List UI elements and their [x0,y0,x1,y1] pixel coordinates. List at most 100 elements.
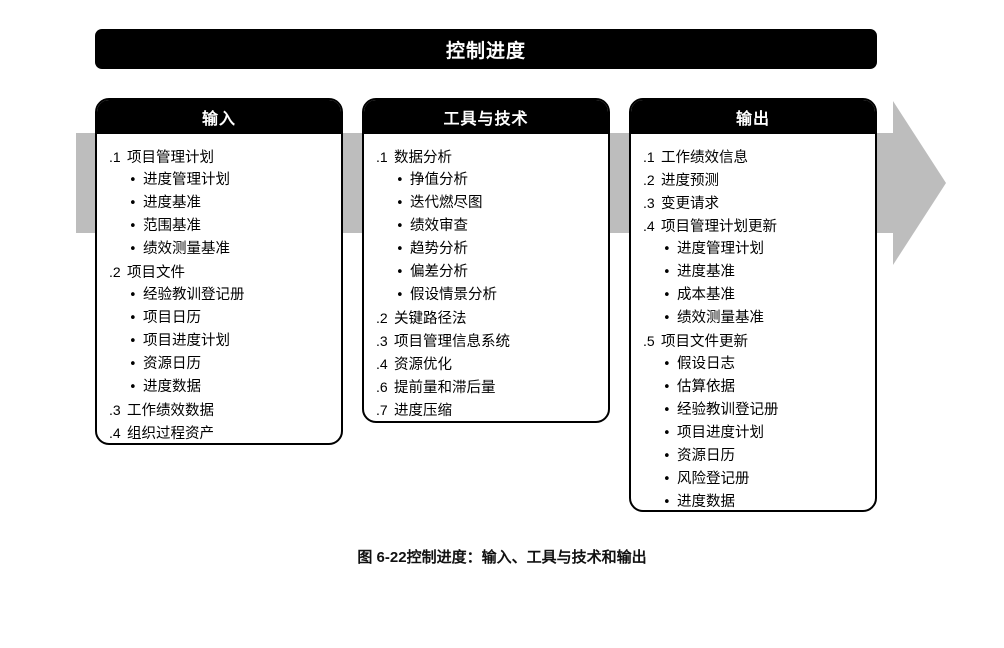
sub-item-label: 成本基准 [677,287,735,303]
sub-list-item: • 进度基准 [643,261,875,284]
sub-list-item: •进度管理计划 [109,169,341,192]
sub-item-label: 挣值分析 [410,172,468,188]
bullet-icon: • [129,219,137,234]
sub-list-item: • 成本基准 [643,284,875,307]
sub-list-item: • 进度管理计划 [643,238,875,261]
item-number: .1 [376,149,388,165]
item-number: .2 [109,264,121,280]
bullet-icon: • [663,265,671,280]
sub-list-item: •资源日历 [643,445,875,468]
sub-list-item: • 范围基准 [109,215,341,238]
item-number: .6 [376,379,388,395]
bullet-icon: • [663,426,671,441]
bullet-icon: • [663,357,671,372]
sub-list-item: • 经验教训登记册 [109,284,341,307]
item-label: 项目管理信息系统 [394,334,510,350]
bullet-icon: • [129,288,137,303]
sub-list-item: •假设情景分析 [376,284,608,307]
item-label: 工作绩效信息 [661,150,748,166]
tools-header: 工具与技术 [364,100,608,134]
sub-item-label: 风险登记册 [677,471,750,487]
item-label: 项目管理计划 [127,150,214,166]
sub-item-label: 资源日历 [677,448,735,464]
item-number: .1 [109,149,121,165]
bullet-icon: • [663,403,671,418]
item-label: 关键路径法 [394,311,467,327]
bullet-icon: • [663,472,671,487]
sub-list-item: •趋势分析 [376,238,608,261]
sub-list-item: •迭代燃尽图 [376,192,608,215]
sub-item-label: 绩效审查 [410,218,468,234]
sub-item-label: 估算依据 [677,379,735,395]
sub-item-label: 经验教训登记册 [143,287,245,303]
sub-list-item: •进度数据 [643,491,875,510]
sub-item-label: 偏差分析 [410,264,468,280]
item-label: 项目文件 [127,265,185,281]
sub-item-label: 绩效测量基准 [677,310,764,326]
list-item: .4 组织过程资产 [109,422,341,443]
list-item: .2 项目文件 [109,261,341,284]
sub-list-item: • 资源日历 [109,353,341,376]
list-item: .5 项目文件更新 [643,330,875,353]
process-arrow-head [893,101,946,265]
bullet-icon: • [129,380,137,395]
item-label: 项目管理计划更新 [661,219,777,235]
item-number: .4 [376,356,388,372]
item-number: .4 [109,425,121,441]
bullet-icon: • [129,196,137,211]
sub-list-item: •偏差分析 [376,261,608,284]
sub-item-label: 资源日历 [143,356,201,372]
sub-item-label: 进度基准 [677,264,735,280]
item-number: .3 [109,402,121,418]
sub-list-item: • 经验教训登记册 [643,399,875,422]
bullet-icon: • [663,288,671,303]
diagram-title: 控制进度 [95,29,877,69]
bullet-icon: • [396,242,404,257]
sub-list-item: •项目进度计划 [643,422,875,445]
item-number: .1 [643,149,655,165]
sub-item-label: 绩效测量基准 [143,241,230,257]
bullet-icon: • [396,173,404,188]
list-item: .4 项目管理计划更新 [643,215,875,238]
item-number: .5 [643,333,655,349]
sub-list-item: •进度数据 [109,376,341,399]
sub-item-label: 项目进度计划 [143,333,230,349]
sub-item-label: 范围基准 [143,218,201,234]
list-item: .4 资源优化 [376,353,608,376]
bullet-icon: • [129,242,137,257]
sub-item-label: 进度管理计划 [143,172,230,188]
inputs-header: 输入 [97,100,341,134]
item-label: 组织过程资产 [127,426,214,442]
item-number: .7 [376,402,388,418]
item-label: 工作绩效数据 [127,403,214,419]
item-label: 变更请求 [661,196,719,212]
list-item: .1 工作绩效信息 [643,146,875,169]
bullet-icon: • [129,311,137,326]
sub-item-label: 进度基准 [143,195,201,211]
item-number: .4 [643,218,655,234]
item-label: 进度预测 [661,173,719,189]
bullet-icon: • [129,357,137,372]
item-label: 资源优化 [394,357,452,373]
sub-list-item: • 进度基准 [109,192,341,215]
list-item: .3 工作绩效数据 [109,399,341,422]
sub-item-label: 经验教训登记册 [677,402,779,418]
sub-item-label: 进度管理计划 [677,241,764,257]
item-number: .3 [643,195,655,211]
bullet-icon: • [663,242,671,257]
item-label: 项目文件更新 [661,334,748,350]
sub-item-label: 进度数据 [677,494,735,510]
sub-list-item: • 风险登记册 [643,468,875,491]
sub-list-item: •项目进度计划 [109,330,341,353]
item-number: .3 [376,333,388,349]
